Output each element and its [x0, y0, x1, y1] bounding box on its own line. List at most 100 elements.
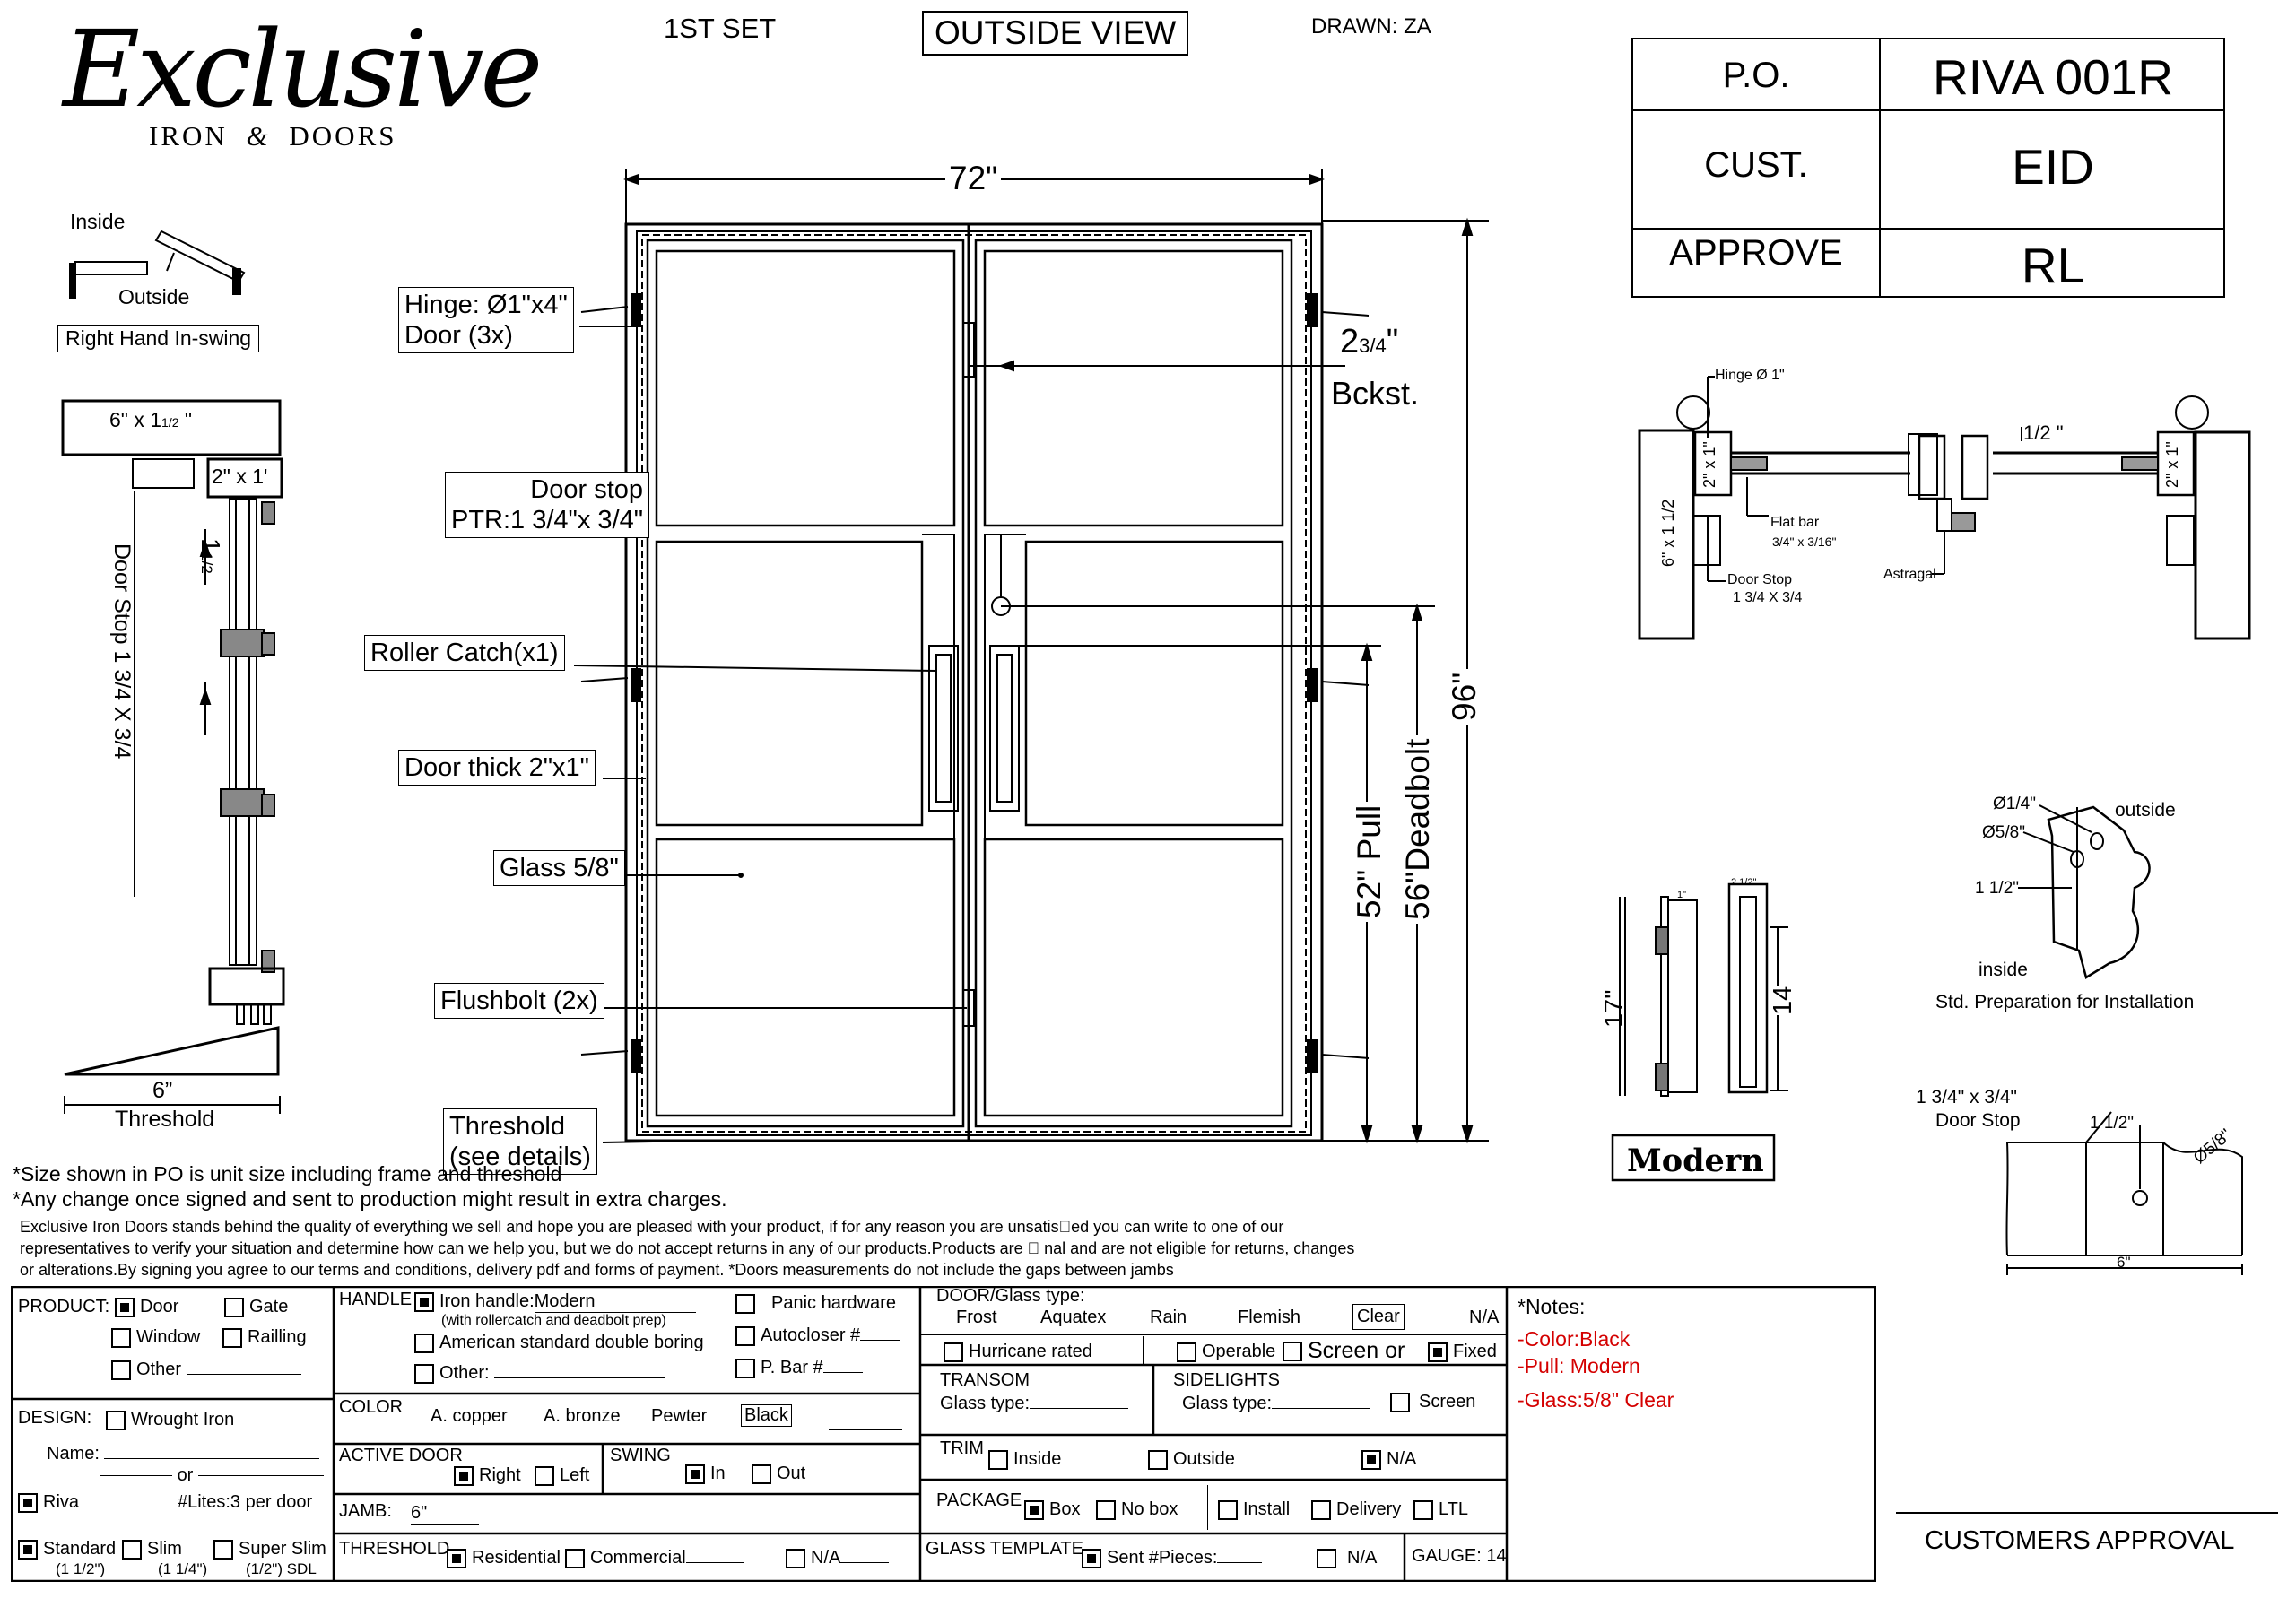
swing-label: Right Hand In-swing — [57, 325, 260, 352]
door-checkbox[interactable] — [115, 1297, 135, 1317]
design-name[interactable]: Name: — [47, 1444, 320, 1464]
screen-checkbox[interactable] — [1390, 1392, 1410, 1412]
threshold-residential[interactable]: Residential — [447, 1548, 561, 1568]
right-checkbox[interactable] — [454, 1465, 474, 1486]
sidelights-screen[interactable]: Screen — [1390, 1392, 1475, 1412]
american-checkbox[interactable] — [414, 1333, 434, 1353]
standard-checkbox[interactable] — [18, 1539, 38, 1560]
active-left[interactable]: Left — [535, 1465, 589, 1486]
left-checkbox[interactable] — [535, 1465, 554, 1486]
threshold-commercial[interactable]: Commercial — [565, 1548, 744, 1568]
glass-aquatex[interactable]: Aquatex — [1040, 1308, 1107, 1327]
install-caption: Std. Preparation for Installation — [1935, 992, 2195, 1012]
nobox-checkbox[interactable] — [1096, 1499, 1116, 1520]
handle-other[interactable]: Other: — [414, 1363, 665, 1384]
fine-print-3: or alterations.By signing you agree to o… — [20, 1261, 1174, 1279]
swing-in[interactable]: In — [685, 1464, 726, 1484]
active-right[interactable]: Right — [454, 1465, 521, 1486]
handle-american[interactable]: American standard double boring — [414, 1333, 704, 1353]
product-window[interactable]: Window — [111, 1327, 200, 1348]
slim-checkbox[interactable] — [122, 1539, 142, 1560]
color-black[interactable]: Black — [741, 1404, 792, 1427]
design-wrought[interactable]: Wrought Iron — [106, 1410, 234, 1430]
out-checkbox[interactable] — [752, 1464, 771, 1484]
handle-other-checkbox[interactable] — [414, 1363, 434, 1384]
glass-operable[interactable]: Operable — [1177, 1342, 1275, 1362]
design-slim[interactable]: Slim — [122, 1539, 182, 1560]
glass-fixed[interactable]: Fixed — [1428, 1342, 1497, 1362]
iron-handle-checkbox[interactable] — [414, 1291, 434, 1312]
design-standard[interactable]: Standard — [18, 1539, 116, 1560]
trim-outside[interactable]: Outside — [1148, 1449, 1294, 1470]
color-copper[interactable]: A. copper — [430, 1406, 508, 1426]
superslim-checkbox[interactable] — [213, 1539, 233, 1560]
threshold-na[interactable]: N/A — [786, 1548, 890, 1568]
handle-autocloser[interactable]: Autocloser # — [735, 1325, 900, 1346]
in-checkbox[interactable] — [685, 1464, 705, 1484]
template-na[interactable]: N/A — [1317, 1548, 1377, 1568]
screen-or-checkbox[interactable] — [1283, 1342, 1302, 1362]
jamb-value[interactable]: 6" — [411, 1503, 479, 1525]
trim-na[interactable]: N/A — [1361, 1449, 1416, 1470]
riva-checkbox[interactable] — [18, 1492, 38, 1513]
package-install[interactable]: Install — [1218, 1499, 1290, 1520]
residential-checkbox[interactable] — [447, 1548, 466, 1568]
package-box[interactable]: Box — [1024, 1499, 1080, 1520]
handle-pbar[interactable]: P. Bar # — [735, 1358, 863, 1378]
design-superslim[interactable]: Super Slim — [213, 1539, 326, 1560]
trim-outside-checkbox[interactable] — [1148, 1449, 1168, 1470]
autocloser-checkbox[interactable] — [735, 1325, 755, 1346]
template-na-checkbox[interactable] — [1317, 1548, 1336, 1568]
railing-checkbox[interactable] — [222, 1327, 242, 1348]
box-checkbox[interactable] — [1024, 1499, 1044, 1520]
product-gate[interactable]: Gate — [224, 1297, 288, 1317]
install-d112: 1 1/2" — [1975, 879, 2020, 898]
glass-rain[interactable]: Rain — [1150, 1308, 1187, 1327]
swing-out[interactable]: Out — [752, 1464, 805, 1484]
product-railing[interactable]: Railling — [222, 1327, 307, 1348]
sidelights-glass[interactable]: Glass type: — [1182, 1394, 1371, 1414]
fixed-checkbox[interactable] — [1428, 1342, 1448, 1362]
ltl-checkbox[interactable] — [1413, 1499, 1433, 1520]
handle-panic[interactable]: Panic hardware — [735, 1293, 896, 1314]
trim-na-checkbox[interactable] — [1361, 1449, 1381, 1470]
panic-checkbox[interactable] — [735, 1293, 755, 1314]
glass-clear[interactable]: Clear — [1352, 1304, 1405, 1330]
gate-checkbox[interactable] — [224, 1297, 244, 1317]
glass-frost[interactable]: Frost — [956, 1308, 997, 1327]
product-other[interactable]: Other — [111, 1360, 301, 1380]
wrought-checkbox[interactable] — [106, 1410, 126, 1430]
approval-signature-line[interactable] — [1896, 1512, 2278, 1514]
design-label: DESIGN: — [18, 1408, 92, 1428]
trim-inside-checkbox[interactable] — [988, 1449, 1008, 1470]
threshold-na-checkbox[interactable] — [786, 1548, 805, 1568]
color-bronze[interactable]: A. bronze — [544, 1406, 621, 1426]
glass-flemish[interactable]: Flemish — [1238, 1308, 1301, 1327]
glass-screen-or[interactable]: Screen or — [1283, 1338, 1405, 1364]
other-checkbox[interactable] — [111, 1360, 131, 1380]
product-door[interactable]: Door — [115, 1297, 178, 1317]
glass-hurricane[interactable]: Hurricane rated — [944, 1342, 1092, 1362]
hurricane-checkbox[interactable] — [944, 1342, 963, 1362]
operable-checkbox[interactable] — [1177, 1342, 1196, 1362]
template-sent[interactable]: Sent #Pieces: — [1082, 1548, 1263, 1568]
commercial-checkbox[interactable] — [565, 1548, 585, 1568]
window-checkbox[interactable] — [111, 1327, 131, 1348]
color-pewter[interactable]: Pewter — [651, 1406, 708, 1426]
delivery-checkbox[interactable] — [1311, 1499, 1331, 1520]
install-checkbox[interactable] — [1218, 1499, 1238, 1520]
pbar-checkbox[interactable] — [735, 1358, 755, 1378]
stop-detail-dim: 1 3/4" x 3/4" — [1916, 1087, 2017, 1108]
package-ltl[interactable]: LTL — [1413, 1499, 1468, 1520]
transom-glass[interactable]: Glass type: — [940, 1394, 1129, 1414]
package-delivery[interactable]: Delivery — [1311, 1499, 1401, 1520]
package-nobox[interactable]: No box — [1096, 1499, 1178, 1520]
set-label: 1ST SET — [664, 13, 777, 44]
glass-na[interactable]: N/A — [1469, 1308, 1500, 1327]
install-d14: Ø1/4" — [1993, 795, 2036, 813]
design-riva[interactable]: Riva — [18, 1492, 134, 1513]
note-size: *Size shown in PO is unit size including… — [13, 1162, 562, 1186]
sent-checkbox[interactable] — [1082, 1548, 1101, 1568]
handle-iron[interactable]: Iron handle:Modern — [414, 1291, 696, 1313]
trim-inside[interactable]: Inside — [988, 1449, 1120, 1470]
